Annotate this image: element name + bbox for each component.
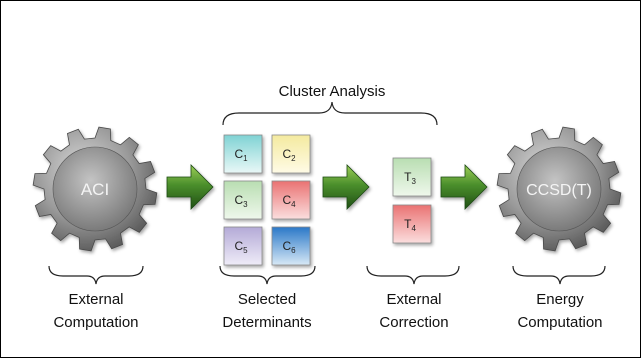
cluster-square-c3: C3 xyxy=(223,180,263,220)
cluster-analysis-title: Cluster Analysis xyxy=(279,83,386,100)
cluster-square-c6: C6 xyxy=(271,226,311,266)
brace-external-correction xyxy=(366,265,460,285)
caption-energy-computation-line1: Energy xyxy=(536,291,584,308)
correction-square-t3: T3 xyxy=(392,157,432,197)
gear-label-aci: ACI xyxy=(81,180,109,199)
gear-icon-aci xyxy=(32,126,158,252)
gear-label-ccsdt: CCSD(T) xyxy=(526,182,592,199)
arrow-icon-1 xyxy=(166,164,214,210)
top-brace xyxy=(222,101,438,126)
arrow-icon-2 xyxy=(322,164,370,210)
cluster-square-c2: C2 xyxy=(271,134,311,174)
brace-energy-computation xyxy=(512,265,606,285)
caption-external-correction-line1: External xyxy=(386,291,441,308)
caption-external-computation-line2: Computation xyxy=(53,314,138,331)
cluster-square-c5: C5 xyxy=(223,226,263,266)
caption-external-correction-line2: Correction xyxy=(379,314,448,331)
caption-selected-determinants-line1: Selected xyxy=(238,291,296,308)
caption-energy-computation-line2: Computation xyxy=(517,314,602,331)
caption-external-computation-line1: External xyxy=(68,291,123,308)
cluster-square-c4: C4 xyxy=(271,180,311,220)
brace-external-computation xyxy=(48,265,144,285)
cluster-square-c1: C1 xyxy=(223,134,263,174)
brace-selected-determinants xyxy=(219,265,316,285)
arrow-icon-3 xyxy=(440,164,488,210)
gear-icon-ccsdt xyxy=(496,126,622,252)
caption-selected-determinants-line2: Determinants xyxy=(222,314,311,331)
correction-square-t4: T4 xyxy=(392,204,432,244)
